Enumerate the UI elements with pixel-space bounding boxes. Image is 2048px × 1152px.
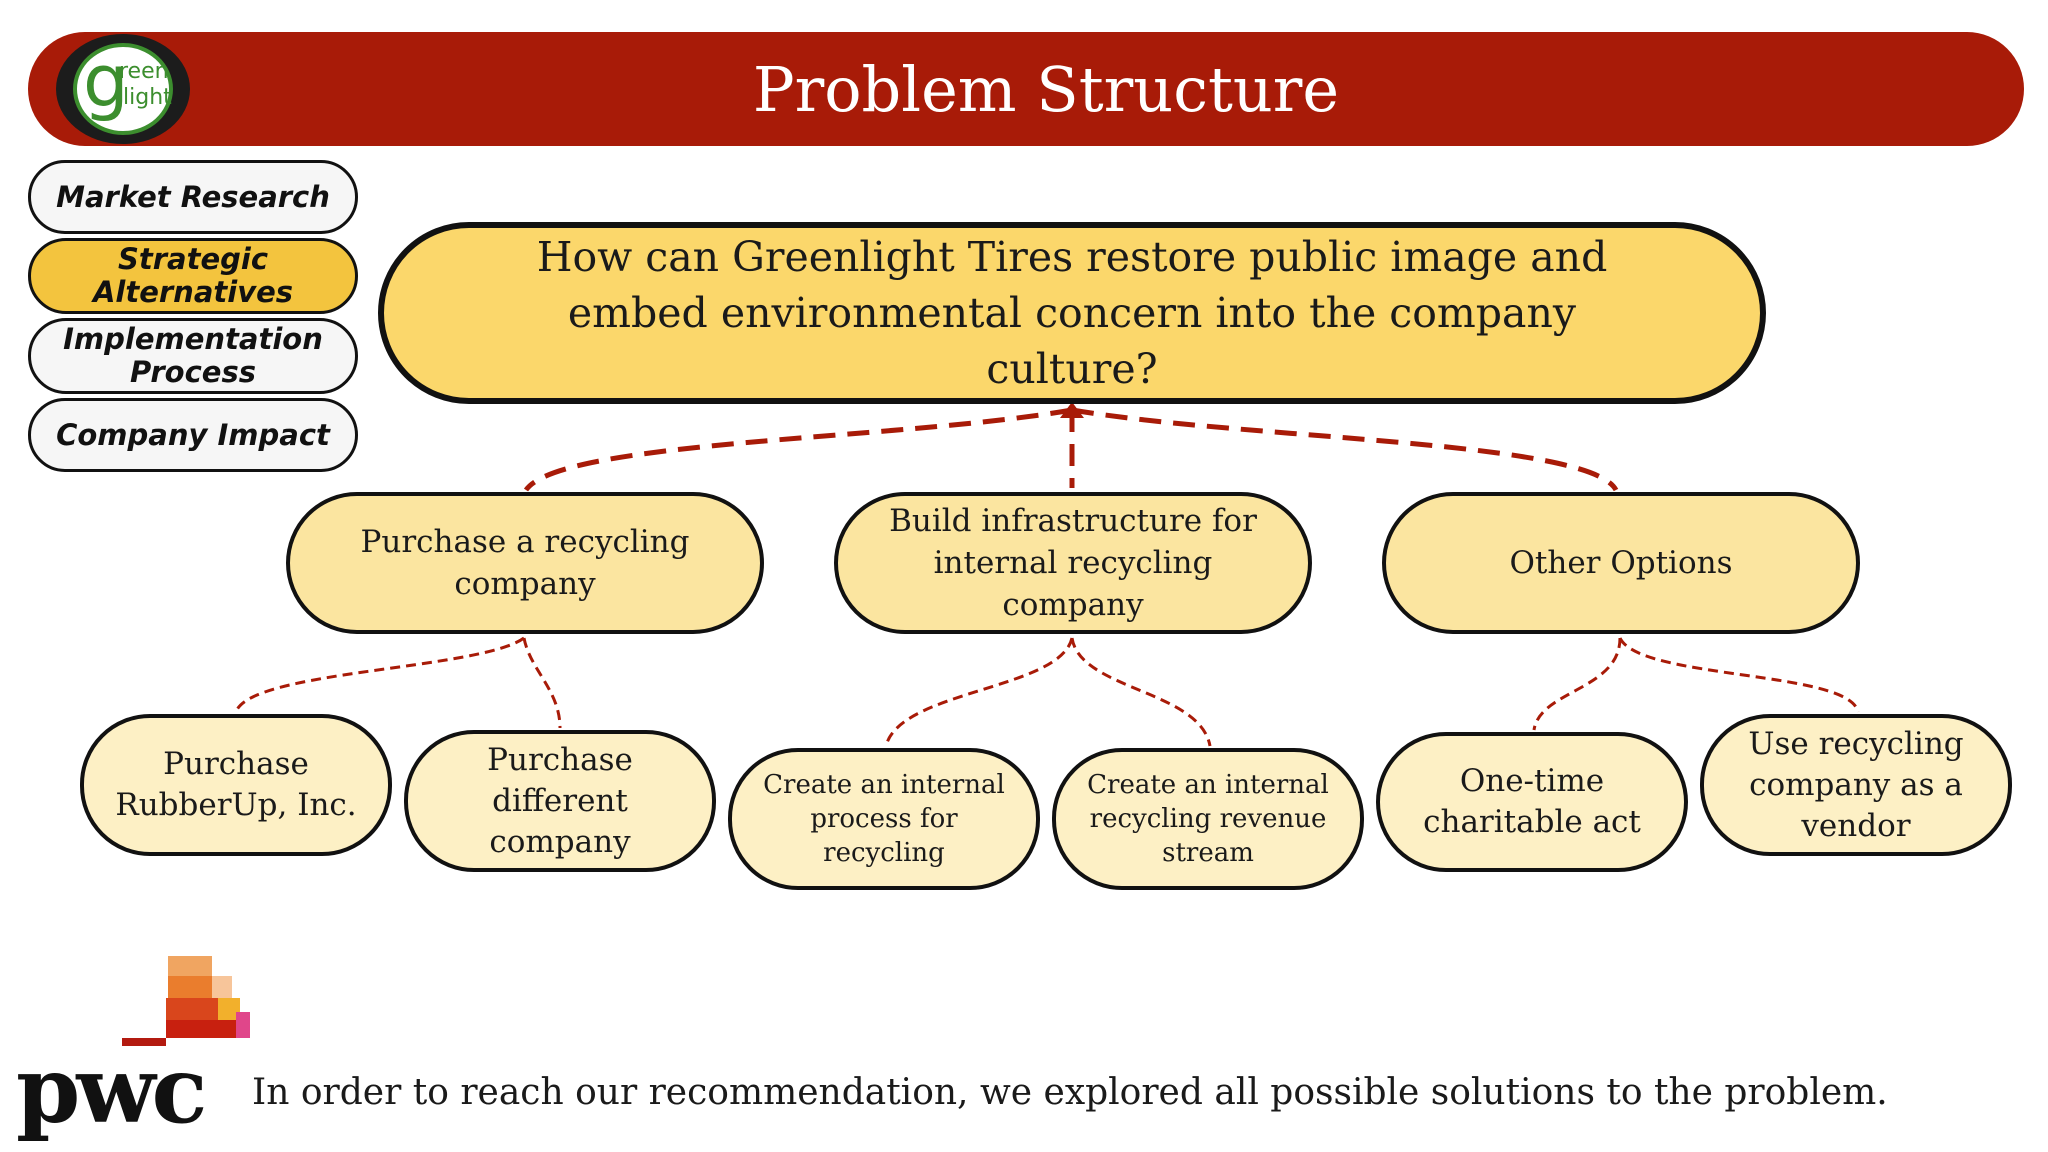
nav-strategic-alternatives[interactable]: Strategic Alternatives xyxy=(28,238,358,314)
nav-implementation-process[interactable]: Implementation Process xyxy=(28,318,358,394)
leaf-label: Create an internal process for recycling xyxy=(763,770,1005,868)
connector-option-3-to-leaf-1 xyxy=(1532,637,1622,731)
leaf-label: One-time charitable act xyxy=(1423,763,1641,840)
connector-option-2-to-leaf-2 xyxy=(1070,637,1212,747)
leaf-label: Use recycling company as a vendor xyxy=(1748,725,1964,844)
logo-word-top: reen xyxy=(119,59,169,84)
leaf-purchase-rubberup: Purchase RubberUp, Inc. xyxy=(80,714,392,856)
leaf-internal-process: Create an internal process for recycling xyxy=(728,748,1040,890)
nav-label-line-1: Implementation xyxy=(63,322,323,356)
nav-label: Market Research xyxy=(56,179,330,214)
option-label: Purchase a recycling company xyxy=(360,524,690,602)
option-label: Build infrastructure for internal recycl… xyxy=(889,503,1257,623)
nav-label-line-2: Process xyxy=(130,355,256,389)
question-text: How can Greenlight Tires restore public … xyxy=(536,233,1608,393)
connector-question-to-option-1 xyxy=(523,407,1073,492)
option-build-infrastructure: Build infrastructure for internal recycl… xyxy=(834,492,1312,634)
greenlight-logo: g reen light xyxy=(56,34,190,144)
leaf-recycling-vendor: Use recycling company as a vendor xyxy=(1700,714,2012,856)
leaf-label: Create an internal recycling revenue str… xyxy=(1087,770,1329,868)
option-label: Other Options xyxy=(1509,545,1733,581)
connector-option-2-to-leaf-1 xyxy=(884,637,1074,747)
connector-option-3-to-leaf-2 xyxy=(1618,637,1860,713)
pwc-wordmark: pwc xyxy=(16,1036,208,1144)
nav-company-impact[interactable]: Company Impact xyxy=(28,398,358,472)
connector-question-to-option-3 xyxy=(1071,407,1619,492)
slide-caption: In order to reach our recommendation, we… xyxy=(252,1072,1888,1113)
pwc-logo-blocks xyxy=(122,956,250,1046)
connector-option-1-to-leaf-2 xyxy=(522,637,562,729)
logo-word-bottom: light xyxy=(123,85,172,110)
leaf-label: Purchase RubberUp, Inc. xyxy=(115,746,357,823)
logo-tire-icon: g reen light xyxy=(73,39,173,135)
central-question: How can Greenlight Tires restore public … xyxy=(378,222,1766,404)
arrow-head xyxy=(1060,402,1084,418)
option-purchase-recycling-company: Purchase a recycling company xyxy=(286,492,764,634)
logo-letter: g xyxy=(83,39,129,123)
page-title: Problem Structure xyxy=(752,52,1340,126)
nav-market-research[interactable]: Market Research xyxy=(28,160,358,234)
leaf-label: Purchase different company xyxy=(487,741,633,860)
title-banner: Problem Structure xyxy=(28,32,2024,146)
nav-label: Company Impact xyxy=(56,417,330,452)
leaf-internal-revenue-stream: Create an internal recycling revenue str… xyxy=(1052,748,1364,890)
leaf-purchase-different-company: Purchase different company xyxy=(404,730,716,872)
nav-label-line-2: Alternatives xyxy=(92,275,294,309)
nav-label-line-1: Strategic xyxy=(117,242,269,276)
connector-option-1-to-leaf-1 xyxy=(234,636,525,713)
leaf-one-time-charitable-act: One-time charitable act xyxy=(1376,732,1688,872)
option-other-options: Other Options xyxy=(1382,492,1860,634)
